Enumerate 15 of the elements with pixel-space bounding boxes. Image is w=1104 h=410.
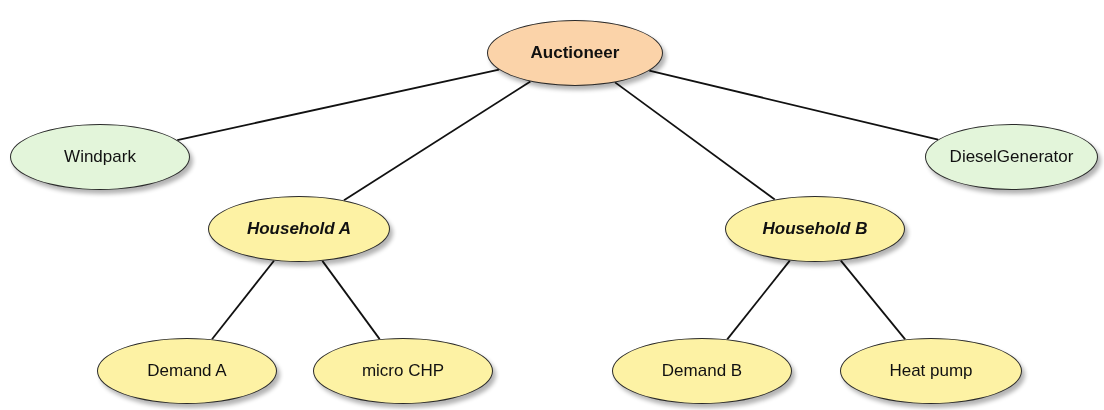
node-label: Windpark xyxy=(64,147,136,167)
node-label: Demand A xyxy=(147,361,227,381)
connector-line xyxy=(614,81,776,201)
node-label: DieselGenerator xyxy=(949,147,1074,167)
node-label: micro CHP xyxy=(361,361,445,381)
ellipse-node xyxy=(725,196,905,262)
connector-line xyxy=(343,80,532,202)
node-label: Heat pump xyxy=(889,361,973,381)
connector-line xyxy=(648,69,940,141)
node-label: Household A xyxy=(246,219,352,239)
connector-line xyxy=(176,68,500,141)
node-label: Demand B xyxy=(661,361,743,381)
node-label: Auctioneer xyxy=(530,43,620,63)
ellipse-node xyxy=(208,196,390,262)
node-label: Household B xyxy=(762,219,868,239)
